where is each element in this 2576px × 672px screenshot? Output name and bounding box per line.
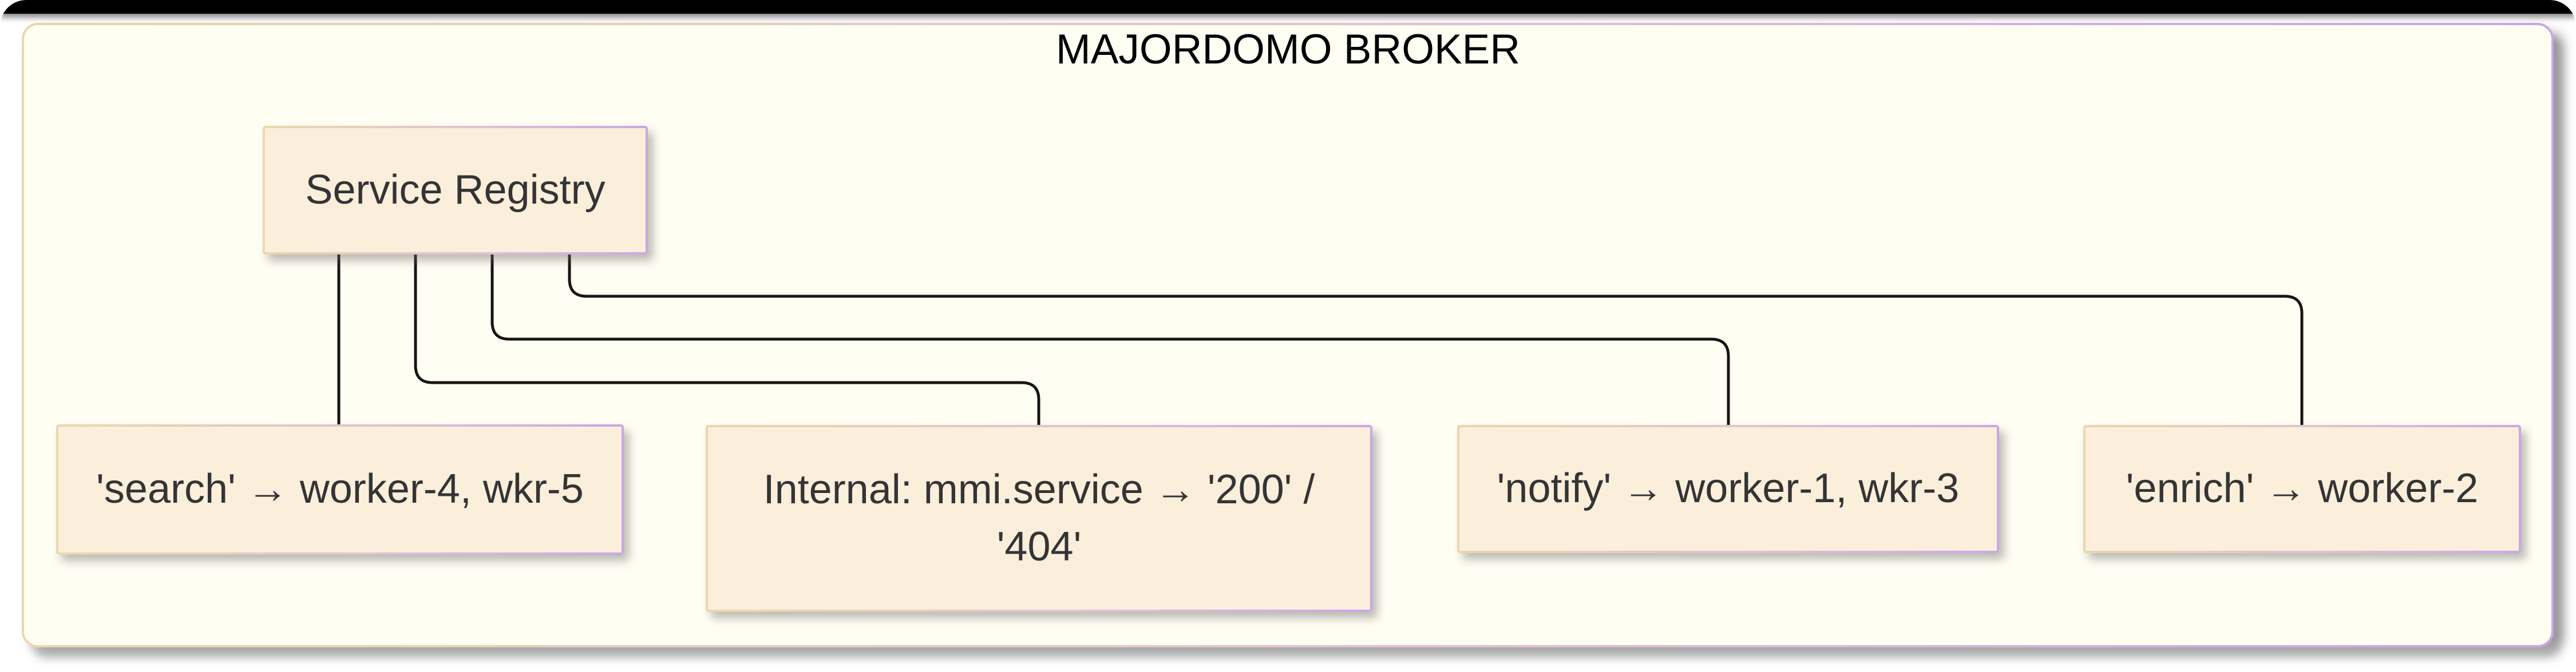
node-notify-route: 'notify' → worker-1, wkr-3 [1457,425,1999,553]
node-search-route: 'search' → worker-4, wkr-5 [56,424,624,555]
edge-service-registry-to-notify-route [490,255,1730,425]
node-service-registry: Service Registry [263,126,648,255]
node-enrich-route-label: 'enrich' → worker-2 [2126,466,2479,512]
node-mmi-route: Internal: mmi.service → '200' / '404' [706,425,1372,612]
diagram-title: MAJORDOMO BROKER [1055,26,1521,73]
window-top-edge [0,0,2576,14]
edge-service-registry-to-enrich-route [568,255,2304,425]
node-service-registry-label: Service Registry [305,166,606,213]
edge-service-registry-to-mmi-route [414,255,1040,425]
node-notify-route-label: 'notify' → worker-1, wkr-3 [1497,466,1960,512]
node-search-route-label: 'search' → worker-4, wkr-5 [96,466,584,512]
node-mmi-route-label: Internal: mmi.service → '200' / '404' [763,467,1315,570]
node-enrich-route: 'enrich' → worker-2 [2083,425,2521,553]
